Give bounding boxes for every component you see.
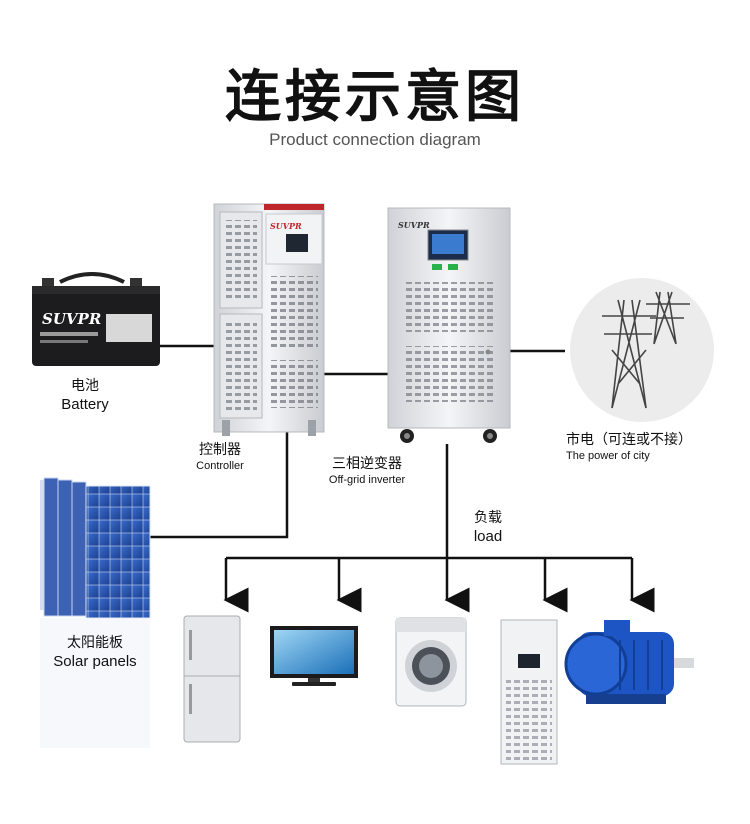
solar-controller-wire: [150, 420, 287, 537]
electric-motor-icon: [566, 620, 694, 704]
battery-label-cn: 电池: [40, 378, 130, 396]
refrigerator-icon: [184, 616, 240, 742]
load-arrows: [226, 558, 632, 600]
load-label: 负载 load: [458, 510, 518, 546]
load-label-en: load: [458, 528, 518, 547]
inverter-label-en: Off-grid inverter: [312, 474, 422, 488]
battery-label-en: Battery: [40, 396, 130, 415]
controller-brand: SUVPR: [270, 221, 302, 231]
air-conditioner-icon: [501, 620, 557, 764]
controller-label-cn: 控制器: [180, 442, 260, 460]
solar-panels-icon: [40, 478, 150, 748]
washing-machine-icon: [396, 618, 466, 706]
controller-label-en: Controller: [180, 460, 260, 474]
grid-label-cn: 市电（可连或不接）: [566, 432, 716, 450]
television-icon: [270, 626, 358, 686]
battery-icon: SUVPR: [32, 274, 160, 366]
solar-label: 太阳能板 Solar panels: [40, 635, 150, 671]
inverter-label-cn: 三相逆变器: [312, 456, 422, 474]
battery-brand: SUVPR: [42, 310, 101, 328]
grid-label: 市电（可连或不接） The power of city: [566, 432, 716, 463]
battery-label: 电池 Battery: [40, 378, 130, 414]
load-label-cn: 负载: [458, 510, 518, 528]
controller-cabinet: SUVPR: [214, 204, 324, 436]
inverter-label: 三相逆变器 Off-grid inverter: [312, 456, 422, 487]
power-tower-icon: [570, 278, 714, 422]
solar-label-en: Solar panels: [40, 653, 150, 672]
inverter-cabinet: SUVPR: [388, 208, 510, 443]
grid-label-en: The power of city: [566, 450, 716, 464]
inverter-brand: SUVPR: [398, 220, 430, 230]
solar-label-cn: 太阳能板: [40, 635, 150, 653]
controller-label: 控制器 Controller: [180, 442, 260, 473]
